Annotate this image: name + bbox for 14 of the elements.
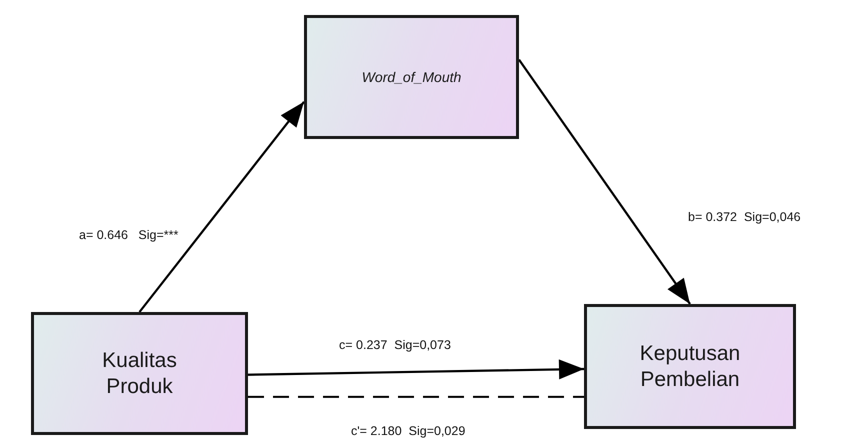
- arrow: [518, 59, 691, 305]
- variable-box: [304, 15, 519, 139]
- arrow: [248, 359, 584, 380]
- path-coefficient: a= 0.646 Sig=***: [78, 228, 180, 242]
- arrow: [138, 101, 305, 313]
- variable-name: Kualitas Produk: [101, 348, 178, 399]
- variable-name: Word_of_Mouth: [362, 68, 462, 86]
- variable-name: Keputusan Pembelian: [638, 341, 742, 392]
- dashed-line: [248, 396, 584, 398]
- path-coefficient: c= 0.237 Sig=0,073: [338, 338, 452, 352]
- variable-box: [584, 304, 796, 429]
- path-coefficient: c'= 2.180 Sig=0,029: [350, 424, 466, 438]
- path-coefficient: b= 0.372 Sig=0,046: [687, 210, 802, 224]
- variable-box: [31, 312, 248, 435]
